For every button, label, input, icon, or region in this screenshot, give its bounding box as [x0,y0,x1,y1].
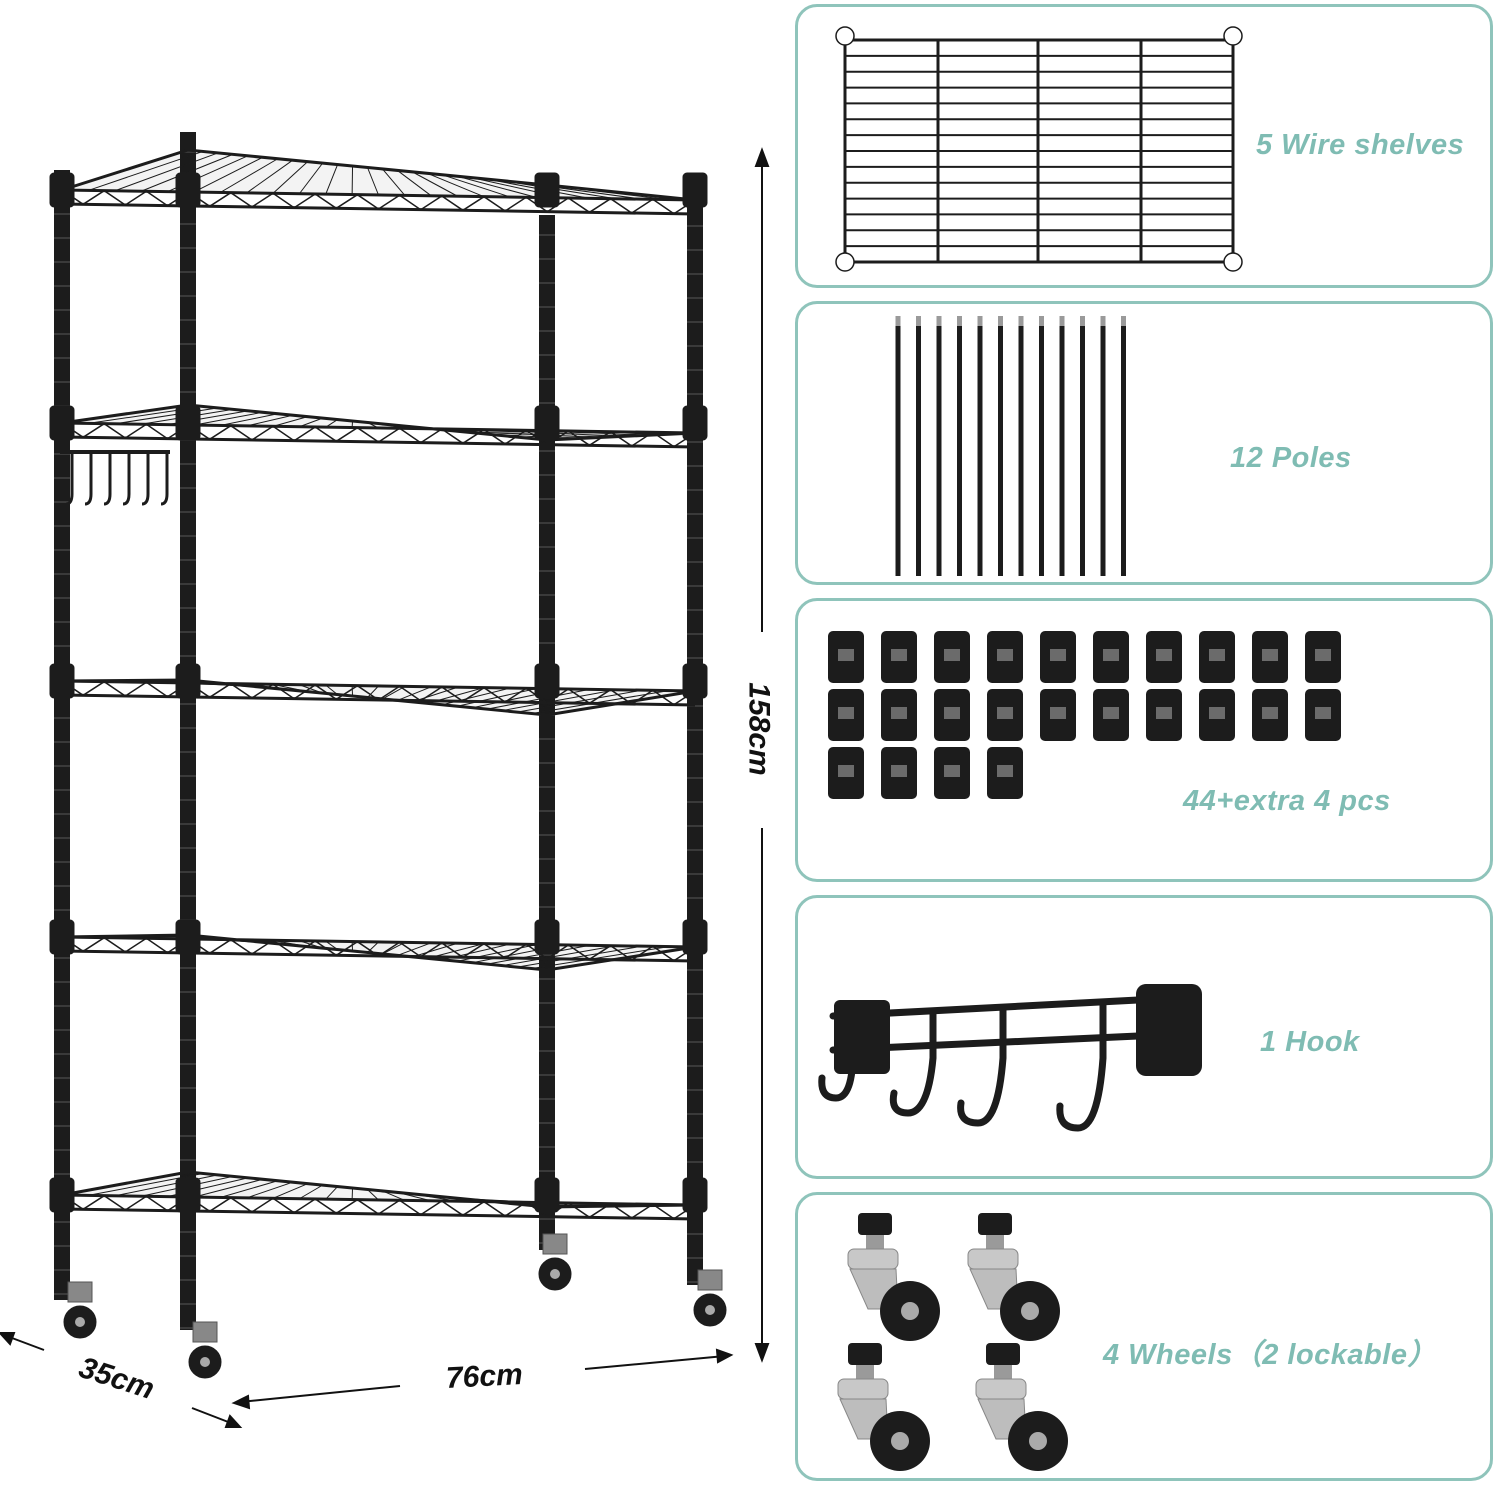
width-dimension-line [231,1348,734,1410]
component-panel-wheels: 4 Wheels（2 lockable） [795,1192,1493,1481]
shelving-rack-illustration [0,132,770,1428]
component-panel-clips: 44+extra 4 pcs [795,598,1493,882]
wire-shelves-label: 5 Wire shelves [1256,129,1465,161]
wire-shelf-icon [835,26,1243,272]
width-label: 76cm [445,1358,524,1395]
hook-icon [818,984,1202,1132]
clips-label: 44+extra 4 pcs [1183,785,1391,817]
poles-label: 12 Poles [1230,442,1352,474]
depth-dimension-line [0,1332,243,1428]
component-panel-poles: 12 Poles [795,301,1493,585]
component-panel-wire-shelves: 5 Wire shelves [795,4,1493,288]
clips-icon [828,631,1341,799]
height-dimension-line [754,147,770,1363]
poles-icon [895,316,1126,576]
component-panel-hook: 1 Hook [795,895,1493,1179]
hook-label: 1 Hook [1260,1026,1360,1058]
wheels-icon [837,1213,1068,1471]
height-label: 158cm [742,682,776,776]
wheels-label: 4 Wheels（2 lockable） [1103,1339,1437,1371]
